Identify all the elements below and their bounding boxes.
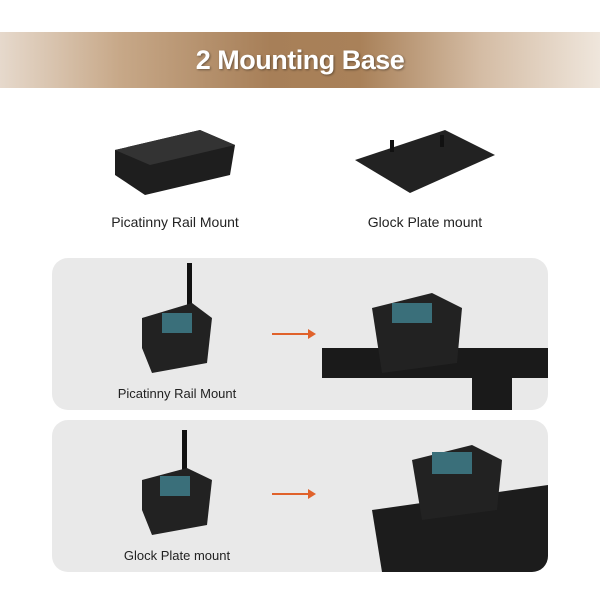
sight-on-plate-image <box>142 430 212 535</box>
glock-plate-image <box>355 130 495 193</box>
picatinny-mount-image <box>115 130 235 195</box>
arrow-icon <box>272 489 316 499</box>
banner-title: 2 Mounting Base <box>195 44 405 75</box>
picatinny-mount-label: Picatinny Rail Mount <box>111 214 239 230</box>
picatinny-install-panel: Picatinny Rail Mount <box>52 258 548 410</box>
arrow-icon <box>272 329 316 339</box>
sight-on-rail-image <box>142 263 212 373</box>
glock-install-panel: Glock Plate mount <box>52 420 548 572</box>
sight-on-pistol-image <box>372 445 548 572</box>
panel-glock-label: Glock Plate mount <box>123 548 231 563</box>
glock-mount-label: Glock Plate mount <box>367 214 483 230</box>
sight-on-rifle-image <box>322 293 548 410</box>
title-banner: 2 Mounting Base <box>0 32 600 88</box>
panel-picatinny-label: Picatinny Rail Mount <box>117 386 237 401</box>
